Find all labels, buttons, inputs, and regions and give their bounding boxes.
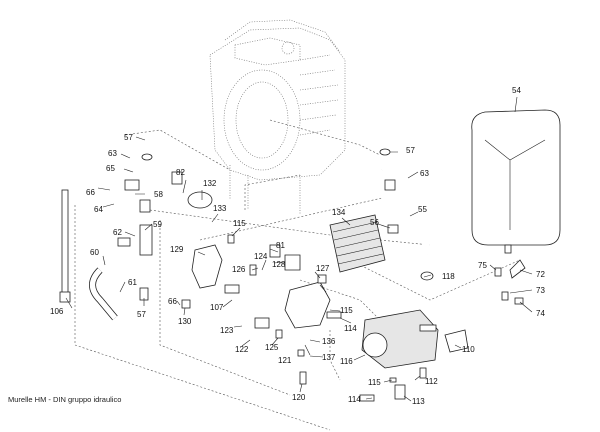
label-63-a: 63 — [108, 149, 117, 158]
expansion-vessel — [471, 109, 561, 254]
diagram-caption: Murelle HM - DIN gruppo idraulico — [8, 395, 121, 404]
label-114-a: 114 — [344, 324, 357, 333]
label-125: 125 — [265, 343, 279, 352]
pipe-55 — [378, 169, 430, 256]
label-59: 59 — [153, 220, 162, 229]
label-57-b: 57 — [137, 310, 146, 319]
label-112: 112 — [425, 377, 438, 386]
label-113: 113 — [412, 397, 425, 406]
label-73: 73 — [536, 286, 545, 295]
leader-lines — [65, 96, 533, 402]
label-115-c: 115 — [368, 378, 381, 387]
label-63-b: 63 — [420, 169, 429, 178]
pipe-60 — [89, 267, 118, 321]
label-120: 120 — [292, 393, 306, 402]
label-62: 62 — [113, 228, 122, 237]
label-137: 137 — [322, 353, 336, 362]
hydraulic-group — [191, 244, 469, 369]
label-72: 72 — [536, 270, 545, 279]
label-128: 128 — [272, 260, 286, 269]
label-66-b: 66 — [168, 297, 177, 306]
label-136: 136 — [322, 337, 336, 346]
label-106: 106 — [50, 307, 64, 316]
label-60: 60 — [90, 248, 99, 257]
label-64: 64 — [94, 205, 103, 214]
label-115-b: 115 — [340, 306, 353, 315]
label-118: 118 — [442, 272, 455, 281]
label-81: 81 — [276, 241, 285, 250]
label-127: 127 — [316, 264, 330, 273]
label-124: 124 — [254, 252, 268, 261]
label-65: 65 — [106, 164, 115, 173]
label-58: 58 — [154, 190, 163, 199]
label-66-a: 66 — [86, 188, 95, 197]
label-75: 75 — [478, 261, 487, 270]
label-107: 107 — [210, 303, 224, 312]
label-133: 133 — [213, 204, 227, 213]
label-110: 110 — [462, 345, 475, 354]
label-55: 55 — [418, 205, 427, 214]
small-components — [59, 148, 526, 402]
label-61: 61 — [128, 278, 137, 287]
label-129: 129 — [170, 245, 184, 254]
label-130: 130 — [178, 317, 192, 326]
label-132: 132 — [203, 179, 217, 188]
plate-heat-exchanger — [329, 214, 386, 273]
label-74: 74 — [536, 309, 545, 318]
label-115-a: 115 — [233, 219, 246, 228]
label-121: 121 — [278, 356, 292, 365]
label-56: 56 — [370, 218, 379, 227]
label-54: 54 — [512, 86, 521, 95]
label-126: 126 — [232, 265, 246, 274]
part-labels: 57 63 65 66 64 58 82 132 133 62 59 60 61… — [50, 86, 545, 406]
label-123: 123 — [220, 326, 234, 335]
label-57-a: 57 — [124, 133, 133, 142]
label-122: 122 — [235, 345, 249, 354]
label-134: 134 — [332, 208, 346, 217]
label-82: 82 — [176, 168, 185, 177]
label-114-b: 114 — [348, 395, 361, 404]
label-57-c: 57 — [406, 146, 415, 155]
label-116: 116 — [340, 357, 353, 366]
heat-exchanger-drawing — [209, 19, 346, 215]
